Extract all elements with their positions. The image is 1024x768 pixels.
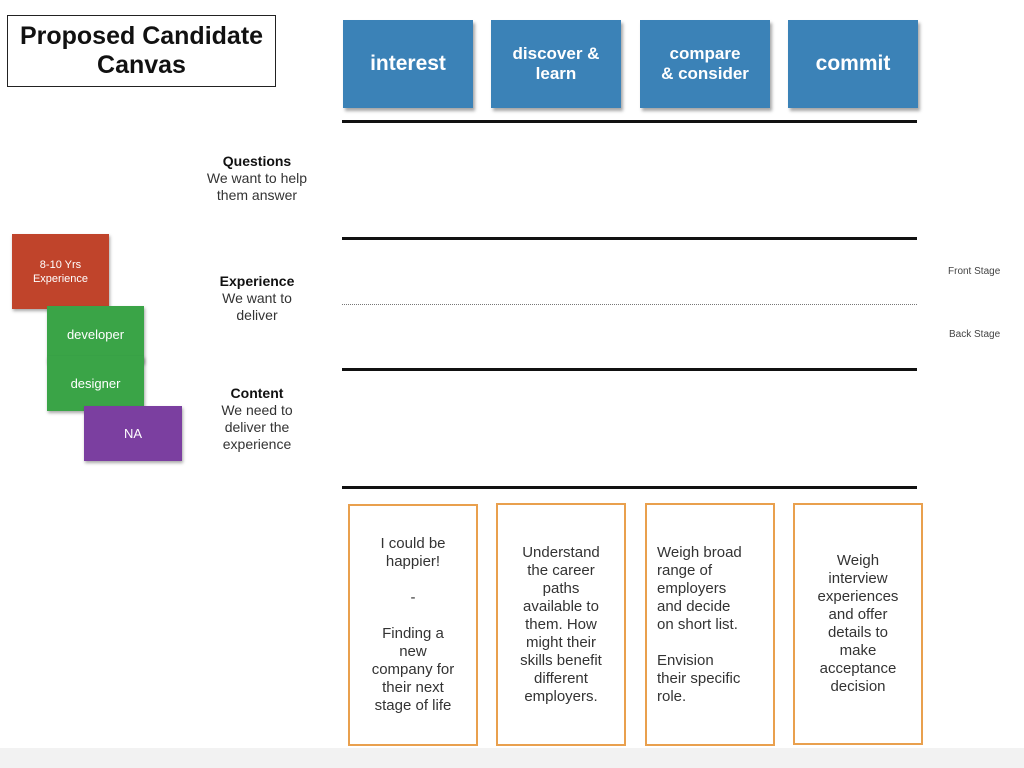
- persona-card-experience[interactable]: 8-10 Yrs Experience: [12, 234, 109, 309]
- stage-compare-label-1: compare: [669, 44, 741, 63]
- stage-commit-label: commit: [815, 52, 891, 75]
- divider-line-top: [342, 120, 917, 123]
- persona-designer-label: designer: [70, 376, 121, 391]
- content-box-interest-text: I could be happier! - Finding a new comp…: [371, 535, 455, 714]
- stage-compare-label-2: & consider: [661, 64, 749, 83]
- content-box-interest: I could be happier! - Finding a new comp…: [348, 504, 478, 746]
- row-content-sub-1: We need to: [221, 402, 293, 418]
- bottom-bar: [0, 748, 1024, 768]
- persona-card-na[interactable]: NA: [84, 406, 182, 461]
- row-questions-sub-1: We want to help: [206, 170, 308, 186]
- row-questions-head: Questions: [222, 153, 292, 169]
- divider-line-experience: [342, 368, 917, 371]
- row-experience-sub-2: deliver: [236, 307, 278, 323]
- stage-interest-label: interest: [370, 52, 446, 75]
- row-experience-sub-1: We want to: [222, 290, 292, 306]
- content-box-commit-text: Weigh interview experiences and offer de…: [817, 552, 899, 695]
- content-box-compare: Weigh broad range of employers and decid…: [645, 503, 775, 746]
- canvas-title: Proposed Candidate Canvas: [7, 15, 276, 87]
- stage-discover-label-2: learn: [535, 64, 577, 83]
- persona-developer-label: developer: [66, 327, 125, 342]
- stage-discover-learn: discover & learn: [491, 20, 621, 108]
- stage-commit: commit: [788, 20, 918, 108]
- front-back-stage-divider: [342, 304, 917, 305]
- persona-card-developer[interactable]: developer: [47, 306, 144, 363]
- content-box-commit: Weigh interview experiences and offer de…: [793, 503, 923, 745]
- title-line-2: Canvas: [97, 51, 186, 79]
- row-questions-sub-2: them answer: [216, 187, 298, 203]
- divider-line-questions: [342, 237, 917, 240]
- persona-experience-line-1: 8-10 Yrs: [39, 258, 82, 271]
- back-stage-note: Back Stage: [949, 329, 1001, 340]
- persona-na-label: NA: [123, 426, 143, 441]
- stage-discover-label-1: discover &: [512, 44, 600, 63]
- content-box-discover: Understand the career paths available to…: [496, 503, 626, 746]
- stage-interest: interest: [343, 20, 473, 108]
- persona-card-designer[interactable]: designer: [47, 356, 144, 411]
- title-line-1: Proposed Candidate: [19, 22, 264, 50]
- row-experience-head: Experience: [219, 273, 295, 289]
- row-content-head: Content: [230, 385, 284, 401]
- row-content-sub-2: deliver the: [224, 419, 290, 435]
- row-label-content: Content We need to deliver the experienc…: [190, 385, 324, 453]
- row-content-sub-3: experience: [222, 436, 292, 452]
- row-label-experience: Experience We want to deliver: [190, 273, 324, 324]
- stage-compare-consider: compare & consider: [640, 20, 770, 108]
- row-label-questions: Questions We want to help them answer: [190, 153, 324, 204]
- front-stage-note: Front Stage: [948, 266, 1001, 277]
- content-box-compare-text: Weigh broad range of employers and decid…: [657, 543, 742, 705]
- persona-experience-line-2: Experience: [32, 272, 89, 285]
- content-box-discover-text: Understand the career paths available to…: [520, 543, 602, 705]
- divider-line-content: [342, 486, 917, 489]
